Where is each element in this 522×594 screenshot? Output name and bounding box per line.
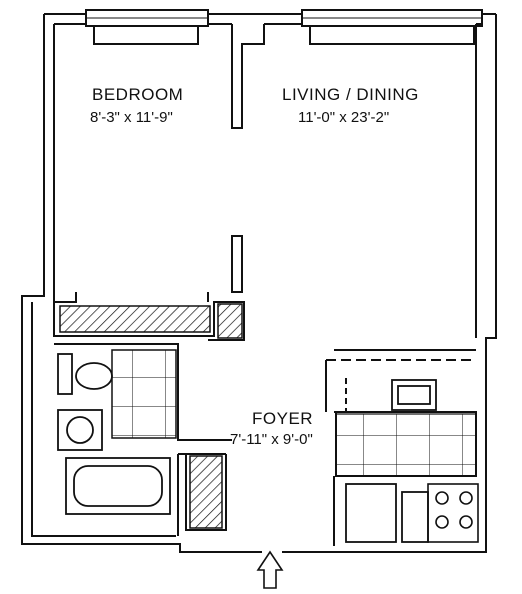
outer-wall bbox=[21, 13, 497, 553]
bathroom bbox=[54, 343, 232, 536]
bedroom-window bbox=[85, 9, 209, 45]
bedroom-dimensions: 8'-3" x 11'-9" bbox=[90, 109, 173, 126]
foyer-dimensions: 7'-11" x 9'-0" bbox=[230, 431, 313, 448]
dishwasher-icon bbox=[401, 491, 429, 543]
closet-wall-hatch bbox=[217, 303, 243, 339]
bedroom-label: BEDROOM bbox=[92, 85, 184, 104]
sink-icon bbox=[57, 409, 103, 451]
living-dining-dimensions: 11'-0" x 23'-2" bbox=[298, 109, 390, 126]
microwave-icon bbox=[391, 379, 437, 411]
kitchen-tile-floor bbox=[335, 413, 477, 477]
toilet-icon bbox=[57, 353, 113, 395]
partition-wall bbox=[231, 24, 265, 293]
closet-shelf-hatch bbox=[59, 305, 211, 333]
stove-icon bbox=[427, 483, 479, 543]
foyer-label: FOYER bbox=[252, 409, 314, 428]
bathtub-icon bbox=[65, 457, 171, 515]
living-window bbox=[301, 9, 483, 45]
living-dining-label: LIVING / DINING bbox=[282, 85, 419, 104]
bedroom-closet bbox=[53, 292, 245, 341]
refrigerator-icon bbox=[345, 483, 397, 543]
foyer-closet-hatch bbox=[189, 455, 223, 529]
bathroom-tile-floor bbox=[111, 349, 177, 439]
entry-arrow-icon bbox=[256, 550, 284, 589]
